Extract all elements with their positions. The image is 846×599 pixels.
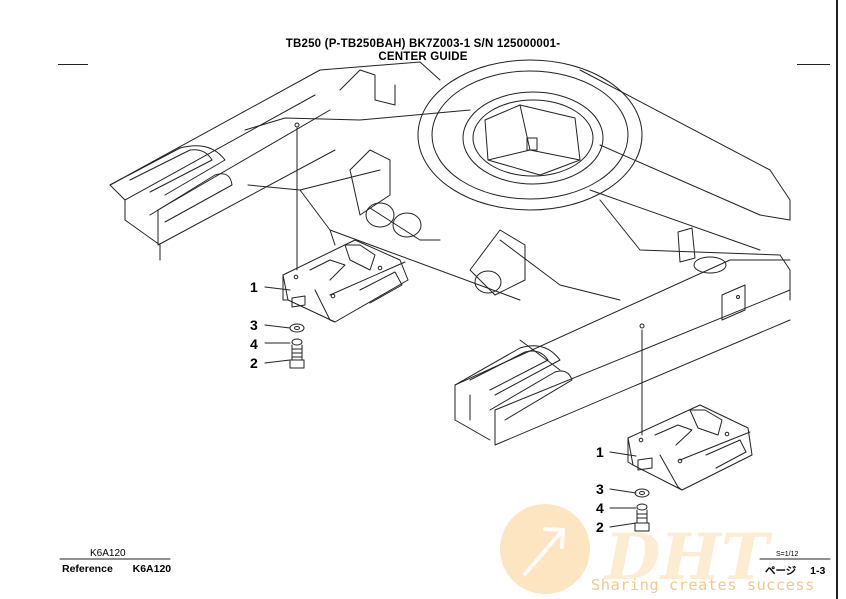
drawing-subtitle: CENTER GUIDE bbox=[378, 51, 468, 63]
watermark-logo-text: DHT bbox=[603, 520, 773, 595]
callout-part-3-right: 3 bbox=[596, 481, 604, 497]
callout-part-3-left: 3 bbox=[250, 317, 258, 333]
callout-part-4-left: 4 bbox=[250, 336, 258, 352]
reference-line: Reference K6A120 bbox=[62, 563, 171, 575]
callout-part-1-left: 1 bbox=[250, 279, 258, 295]
callout-part-1-right: 1 bbox=[596, 444, 604, 460]
swing-circle bbox=[417, 59, 643, 211]
drawing-title: TB250 (P-TB250BAH) BK7Z003-1 S/N 1250000… bbox=[285, 38, 561, 50]
callout-part-2-right: 2 bbox=[596, 519, 604, 535]
bolt-stack-right bbox=[634, 488, 650, 532]
reference-label: Reference bbox=[62, 563, 113, 575]
track-frame bbox=[109, 61, 791, 446]
bolt-stack-left bbox=[289, 323, 305, 369]
reference-code-small: K6A120 bbox=[90, 548, 126, 559]
page-indicator: ページ 1-3 bbox=[765, 563, 825, 578]
frame-brackets bbox=[339, 69, 746, 321]
reference-value: K6A120 bbox=[132, 563, 172, 575]
callout-part-4-right: 4 bbox=[596, 500, 604, 516]
watermark-slogan: Sharing creates success bbox=[591, 576, 815, 594]
center-guide-left bbox=[282, 239, 409, 323]
title-rule-right bbox=[797, 64, 830, 65]
watermark-logo: DHT bbox=[500, 504, 773, 595]
page-label: ページ bbox=[765, 565, 797, 577]
center-guide-right bbox=[627, 404, 753, 491]
scale-note: S=1/12 bbox=[776, 551, 799, 558]
title-rule-left bbox=[58, 64, 88, 65]
page-border-right bbox=[836, 0, 838, 599]
callout-part-2-left: 2 bbox=[250, 355, 258, 371]
page-number: 1-3 bbox=[810, 565, 826, 577]
